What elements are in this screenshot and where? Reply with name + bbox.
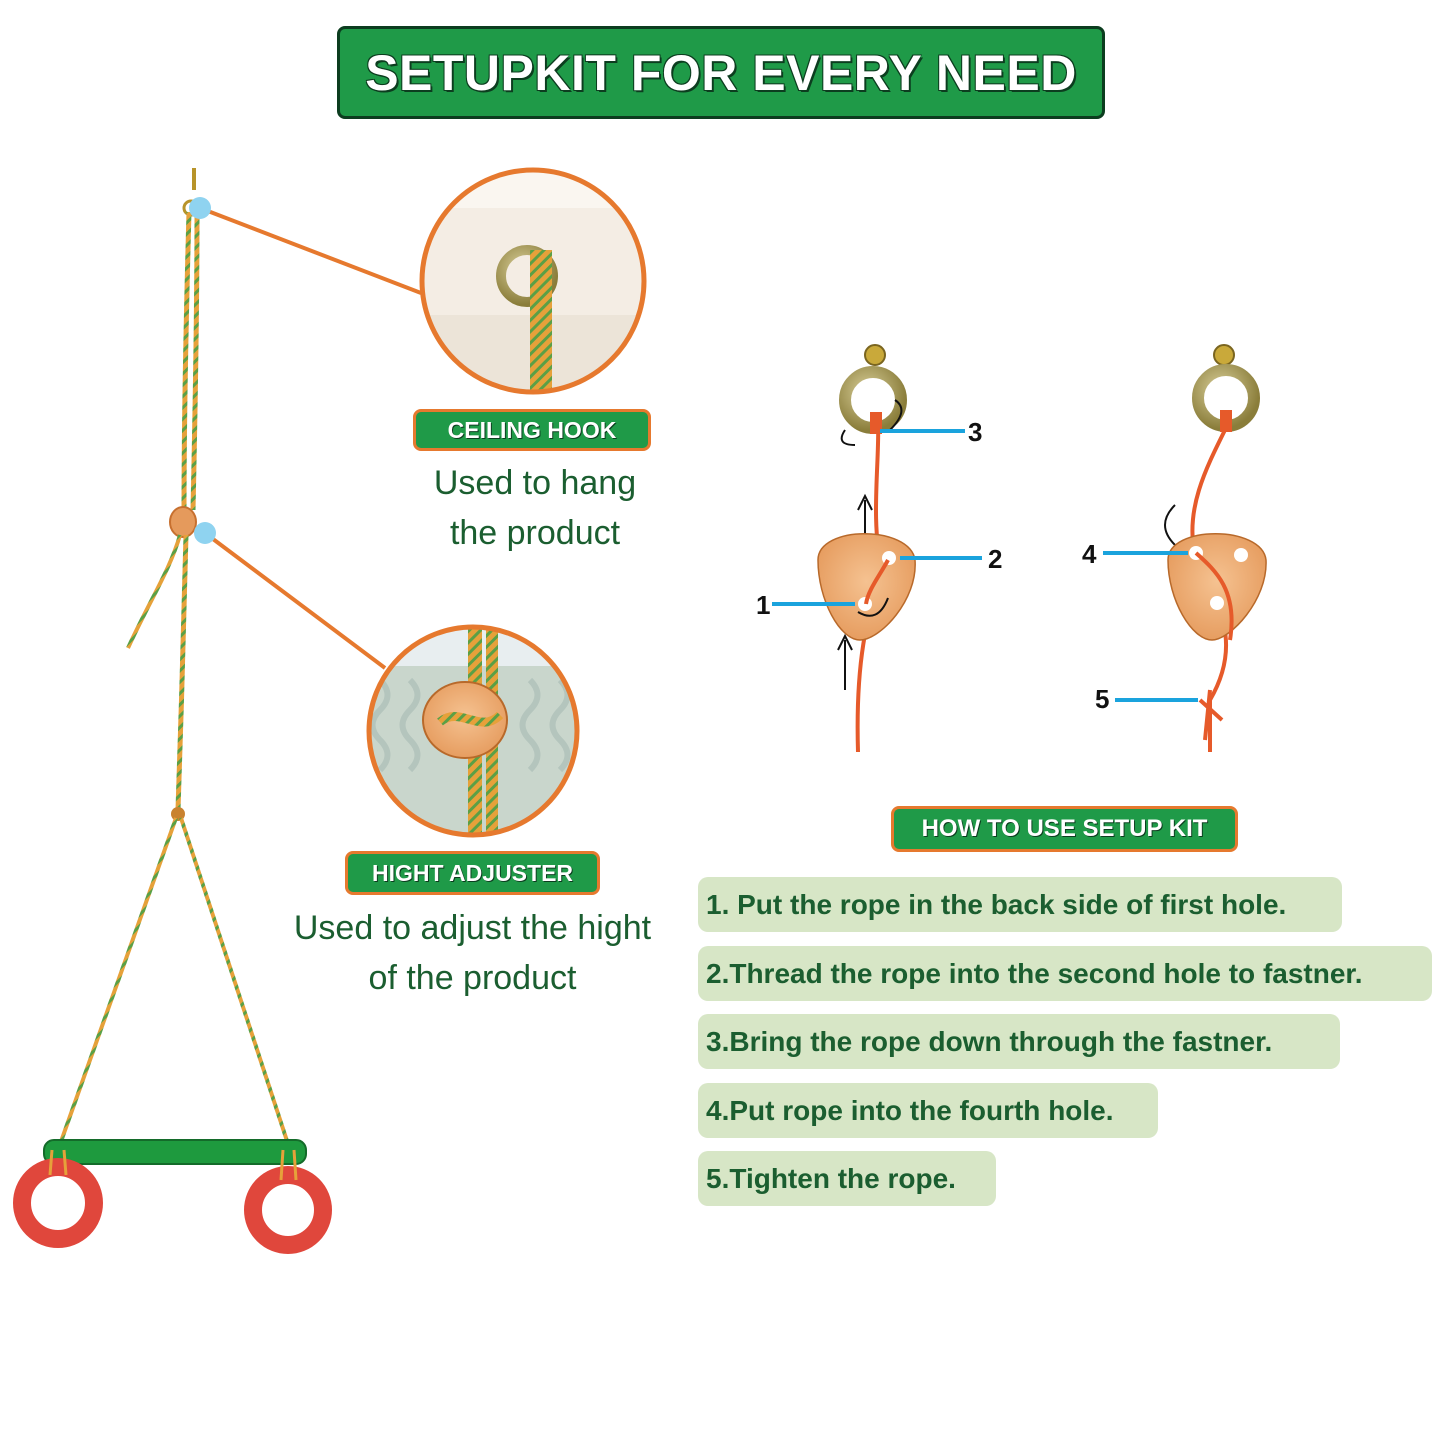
callout-line-adjuster xyxy=(203,531,387,670)
ceiling-hook-caption: Used to hang the product xyxy=(390,458,680,558)
step-5: 5.Tighten the rope. xyxy=(698,1151,996,1206)
caption-line: Used to hang xyxy=(433,464,637,502)
callout-line-hook xyxy=(199,206,422,295)
diagram-number-2: 2 xyxy=(988,544,1002,574)
diagram-number-4: 4 xyxy=(1082,539,1097,569)
page-title: SETUPKIT FOR EVERY NEED xyxy=(365,44,1077,101)
swing-product xyxy=(13,168,332,1254)
step-1: 1. Put the rope in the back side of firs… xyxy=(698,877,1342,932)
caption-line: of the product xyxy=(368,959,577,997)
height-adjuster-closeup xyxy=(366,624,580,838)
height-adjuster-label: HIGHT ADJUSTER xyxy=(345,851,600,895)
diagram-number-5: 5 xyxy=(1095,684,1109,714)
title-banner: SETUPKIT FOR EVERY NEED xyxy=(337,26,1105,119)
fastener-diagram-a xyxy=(817,344,916,753)
ceiling-hook-label: CEILING HOOK xyxy=(413,409,651,451)
diagram-number-3: 3 xyxy=(968,417,982,447)
diagram-number-1: 1 xyxy=(756,590,770,620)
caption-line: Used to adjust the hight xyxy=(293,909,652,947)
step-3: 3.Bring the rope down through the fastne… xyxy=(698,1014,1340,1069)
step-4: 4.Put rope into the fourth hole. xyxy=(698,1083,1158,1138)
callout-dot-hook xyxy=(189,197,211,219)
step-2: 2.Thread the rope into the second hole t… xyxy=(698,946,1432,1001)
callout-dot-adjuster xyxy=(194,522,216,544)
height-adjuster-caption: Used to adjust the hight of the product xyxy=(270,903,675,1003)
how-to-use-label: HOW TO USE SETUP KIT xyxy=(891,806,1238,852)
ceiling-hook-closeup xyxy=(419,167,647,395)
caption-line: the product xyxy=(449,514,621,552)
fastener-diagram-b xyxy=(1164,344,1267,752)
